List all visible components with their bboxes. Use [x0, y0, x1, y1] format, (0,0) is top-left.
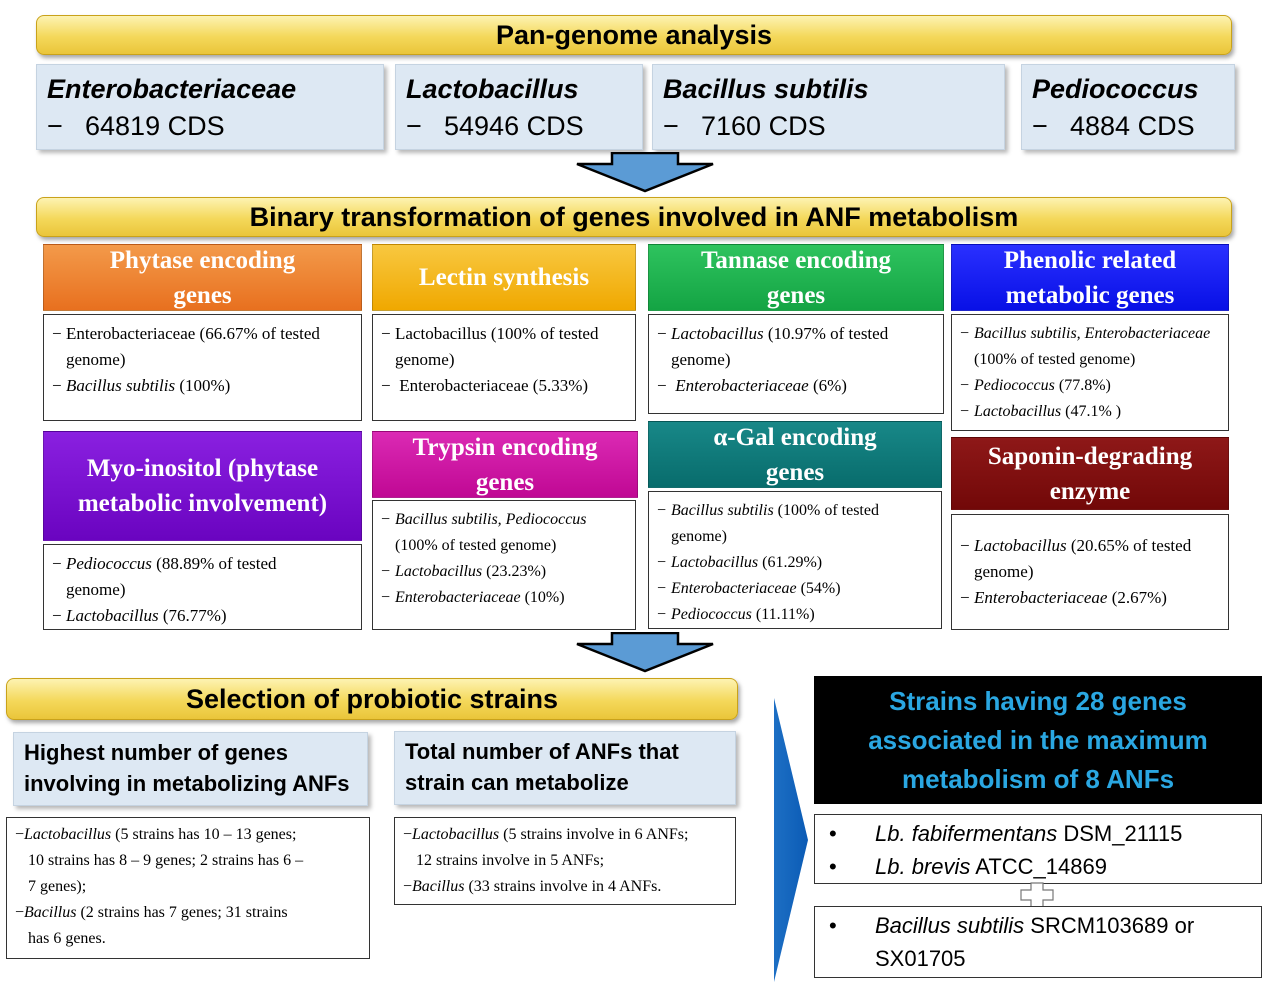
list-item: −Enterobacteriaceae (2.67%) — [960, 588, 1167, 607]
binary-transformation-banner: Binary transformation of genes involved … — [36, 197, 1232, 237]
saponin-header: Saponin-degrading enzyme — [951, 437, 1229, 510]
highest-genes-box: Highest number of genes involving in met… — [13, 732, 368, 806]
phenolic-details: −Bacillus subtilis, Enterobacteriaceae(1… — [951, 314, 1229, 431]
list-item: •Bacillus subtilis SRCM103689 or SX01705 — [829, 913, 1195, 971]
list-item: −Bacillus subtilis (100%) — [52, 376, 231, 395]
organism-box-bacillus-subtilis: Bacillus subtilis −7160 CDS — [652, 64, 1005, 150]
list-item: −Lactobacillus (23.23%) — [381, 563, 547, 580]
myo-inositol-header: Myo-inositol (phytase metabolic involvem… — [43, 431, 362, 541]
organism-cds: −4884 CDS — [1032, 111, 1195, 141]
trypsin-header: Trypsin encoding genes — [372, 431, 638, 498]
organism-name: Enterobacteriaceae — [47, 74, 297, 104]
list-item: −Bacillus subtilis, Pediococcus(100% of … — [381, 511, 587, 554]
highest-genes-details: −Lactobacillus (5 strains has 10 – 13 ge… — [6, 817, 370, 959]
list-item: − Enterobacteriaceae (5.33%) — [381, 376, 589, 395]
binary-transformation-title: Binary transformation of genes involved … — [249, 201, 1019, 232]
total-anfs-details: −Lactobacillus (5 strains involve in 6 A… — [394, 817, 736, 905]
list-item: −Lactobacillus (76.77%) — [52, 606, 227, 625]
list-item: •Lb. brevis ATCC_14869 — [829, 854, 1107, 879]
down-arrow-icon — [576, 152, 714, 193]
list-item: −Lactobacillus (5 strains has 10 – 13 ge… — [15, 826, 304, 895]
result-strains-lactobacillus: •Lb. fabifermentans DSM_21115 •Lb. brevi… — [814, 814, 1262, 884]
list-item: −Enterobacteriaceae (54%) — [657, 580, 841, 597]
list-item: −Lactobacillus (47.1% ) — [960, 403, 1122, 420]
result-title-box: Strains having 28 genes associated in th… — [814, 676, 1262, 804]
phenolic-header: Phenolic related metabolic genes — [951, 244, 1229, 311]
pan-genome-banner: Pan-genome analysis — [36, 15, 1232, 55]
list-item: −Bacillus (2 strains has 7 genes; 31 str… — [15, 904, 288, 947]
organism-box-lactobacillus: Lactobacillus −54946 CDS — [395, 64, 643, 150]
organism-name: Lactobacillus — [406, 74, 579, 104]
lectin-header: Lectin synthesis — [372, 244, 636, 311]
organism-name: Bacillus subtilis — [663, 74, 869, 104]
down-arrow-icon — [576, 632, 714, 673]
chevron-right-icon — [774, 698, 808, 982]
pan-genome-title: Pan-genome analysis — [495, 19, 773, 50]
plus-icon — [1020, 882, 1054, 908]
organism-cds: −7160 CDS — [663, 111, 826, 141]
organism-name: Pediococcus — [1032, 74, 1199, 104]
trypsin-details: −Bacillus subtilis, Pediococcus(100% of … — [372, 500, 636, 630]
list-item: −Bacillus (33 strains involve in 4 ANFs. — [403, 878, 662, 895]
organism-box-enterobacteriaceae: Enterobacteriaceae −64819 CDS — [36, 64, 384, 150]
list-item: −Lactobacillus (61.29%) — [657, 554, 823, 571]
result-strains-bacillus: •Bacillus subtilis SRCM103689 or SX01705 — [814, 906, 1262, 978]
selection-banner: Selection of probiotic strains — [6, 678, 738, 720]
organism-cds: −54946 CDS — [406, 111, 584, 141]
selection-title: Selection of probiotic strains — [185, 683, 559, 714]
organism-cds: −64819 CDS — [47, 111, 225, 141]
list-item: −Bacillus subtilis, Enterobacteriaceae(1… — [960, 325, 1211, 368]
list-item: − Enterobacteriaceae (6%) — [657, 376, 847, 395]
list-item: •Lb. fabifermentans DSM_21115 — [829, 821, 1183, 846]
list-item: −Pediococcus (11.11%) — [657, 606, 815, 623]
alpha-gal-header: α-Gal encoding genes — [648, 421, 942, 488]
tannase-header: Tannase encoding genes — [648, 244, 944, 311]
phytase-header: Phytase encoding genes — [43, 244, 362, 311]
organism-box-pediococcus: Pediococcus −4884 CDS — [1021, 64, 1235, 150]
list-item: −Lactobacillus (5 strains involve in 6 A… — [403, 826, 689, 869]
list-item: −Enterobacteriaceae (10%) — [381, 589, 565, 606]
list-item: −Pediococcus (77.8%) — [960, 377, 1111, 394]
total-anfs-box: Total number of ANFs that strain can met… — [394, 731, 736, 805]
